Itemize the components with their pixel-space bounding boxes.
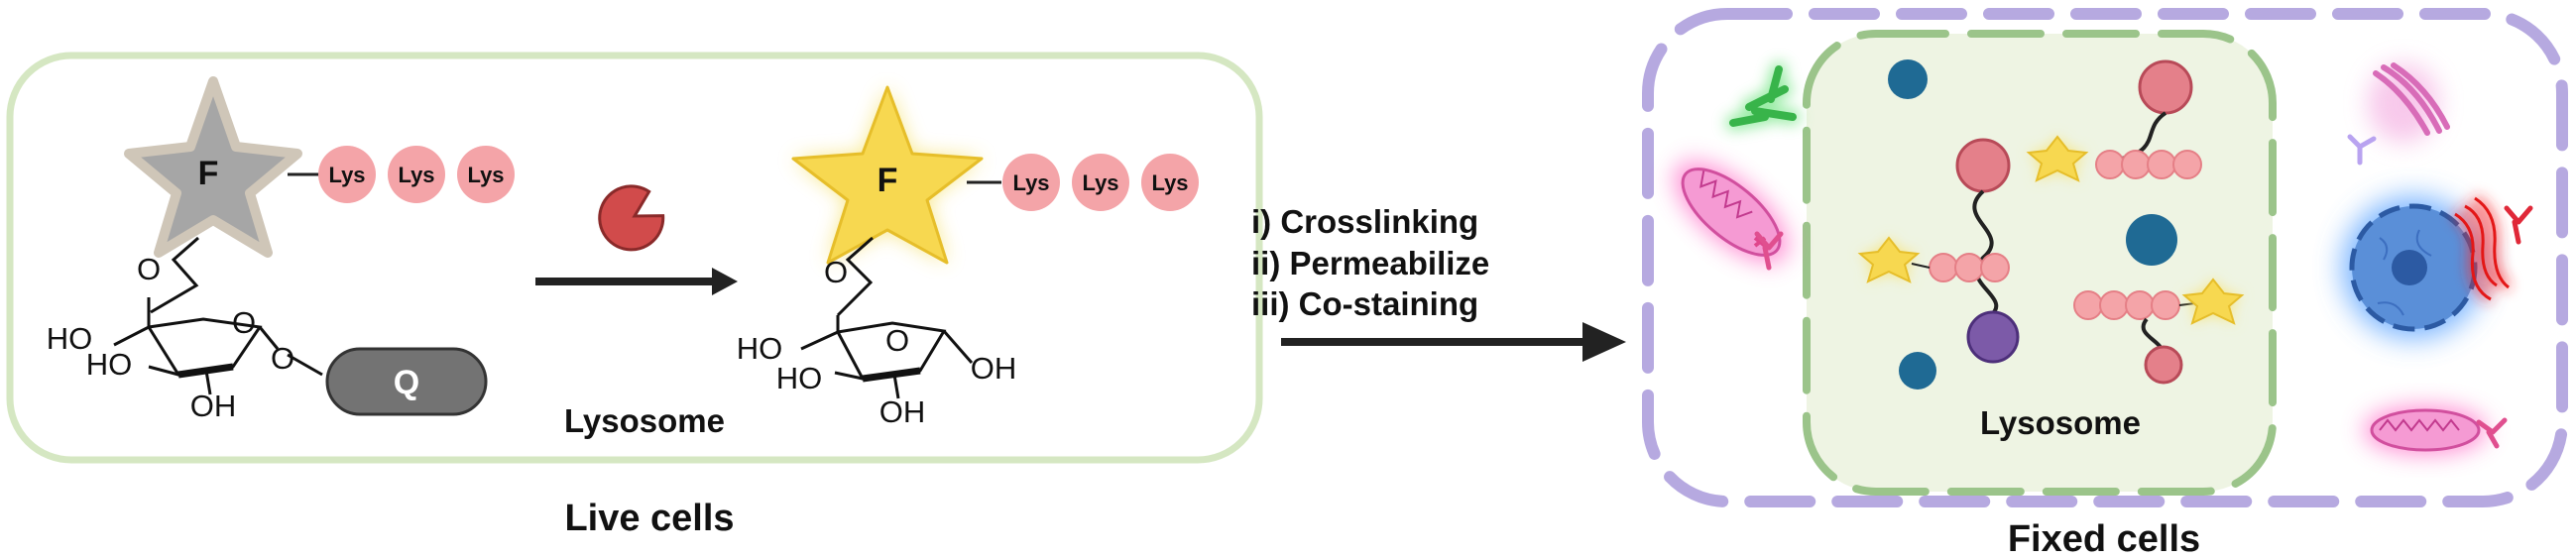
cell-membrane (1642, 8, 2568, 507)
lysosome-cell-label: Lysosome (1980, 404, 2141, 441)
fixed-cell: Lysosome (1642, 8, 2568, 559)
step-label: iii) Co-staining (1251, 285, 1478, 322)
step-label: i) Crosslinking (1251, 203, 1478, 240)
glycosidic-oxygen: O (271, 341, 294, 376)
ho-label: HO (737, 331, 783, 366)
ho-label: HO (776, 361, 823, 395)
ring-oxygen: O (885, 323, 909, 358)
lysosome-enzyme-label: Lysosome (564, 402, 725, 439)
ho-label: HO (86, 347, 133, 382)
lys-bead (457, 146, 515, 203)
lysosome-membrane (1803, 30, 2277, 496)
reaction-arrowhead (712, 268, 738, 295)
fluorophore-label: F (198, 155, 219, 192)
antibody-icon (2504, 205, 2533, 245)
activated-probe: F Lys Lys Lys O HO HO OH O OH (737, 85, 1199, 429)
glucose-ring-quenched (113, 297, 323, 395)
active-fluorophore-star (791, 85, 984, 265)
lys-bead (318, 146, 376, 203)
mitochondrion-icon (1675, 162, 1788, 263)
linker-bond (150, 236, 199, 314)
quencher-label: Q (394, 364, 419, 401)
linker-oxygen: O (824, 255, 848, 289)
lysosome-vesicle (1899, 352, 1936, 390)
lys-bead (1141, 154, 1199, 211)
lys-bead (1072, 154, 1129, 211)
oh-label: OH (879, 394, 926, 429)
lys-label: Lys (1012, 170, 1049, 195)
lys-bead (1002, 154, 1060, 211)
lysosome-vesicle (2126, 214, 2177, 266)
lys-label: Lys (398, 163, 434, 187)
quenched-probe: F Lys Lys Lys O HO (47, 76, 515, 423)
step-label: ii) Permeabilize (1251, 245, 1489, 281)
lys-label: Lys (1151, 170, 1188, 195)
lys-label: Lys (328, 163, 365, 187)
tethered-probe (2026, 59, 2202, 182)
live-cells-label: Live cells (564, 498, 734, 539)
oh-label: OH (971, 351, 1017, 386)
antibody-icon (1754, 231, 1784, 271)
antibody-icon (2476, 417, 2508, 449)
quencher-pill (325, 347, 488, 416)
linker-oxygen: O (137, 252, 161, 286)
nucleus-icon (2342, 196, 2485, 339)
ring-oxygen: O (232, 305, 256, 340)
endoplasmic-reticulum-icon (2453, 195, 2511, 302)
mitochondrion-icon (2364, 406, 2487, 454)
tethered-probe (1955, 138, 2020, 364)
quenched-fluorophore-star (124, 76, 302, 258)
live-cells-panel: F Lys Lys Lys O HO (6, 52, 1263, 539)
oh-label: OH (190, 389, 237, 423)
antibody-icon (1725, 61, 1801, 131)
lys-bead (388, 146, 445, 203)
lys-label: Lys (1082, 170, 1118, 195)
peptide-with-star (1857, 236, 2010, 283)
glucose-ring-free (800, 315, 974, 399)
fixed-cells-label: Fixed cells (2008, 518, 2200, 559)
tethered-probe (2073, 278, 2245, 385)
lys-label: Lys (467, 163, 504, 187)
lysosome-vesicle (1888, 59, 1928, 99)
process-steps: i) Crosslinking ii) Permeabilize iii) Co… (1251, 203, 1626, 362)
enzyme-icon (598, 184, 665, 252)
fluorophore-label: F (878, 162, 898, 199)
process-arrowhead (1582, 322, 1626, 362)
ho-label: HO (47, 321, 93, 356)
golgi-icon (2347, 62, 2450, 166)
